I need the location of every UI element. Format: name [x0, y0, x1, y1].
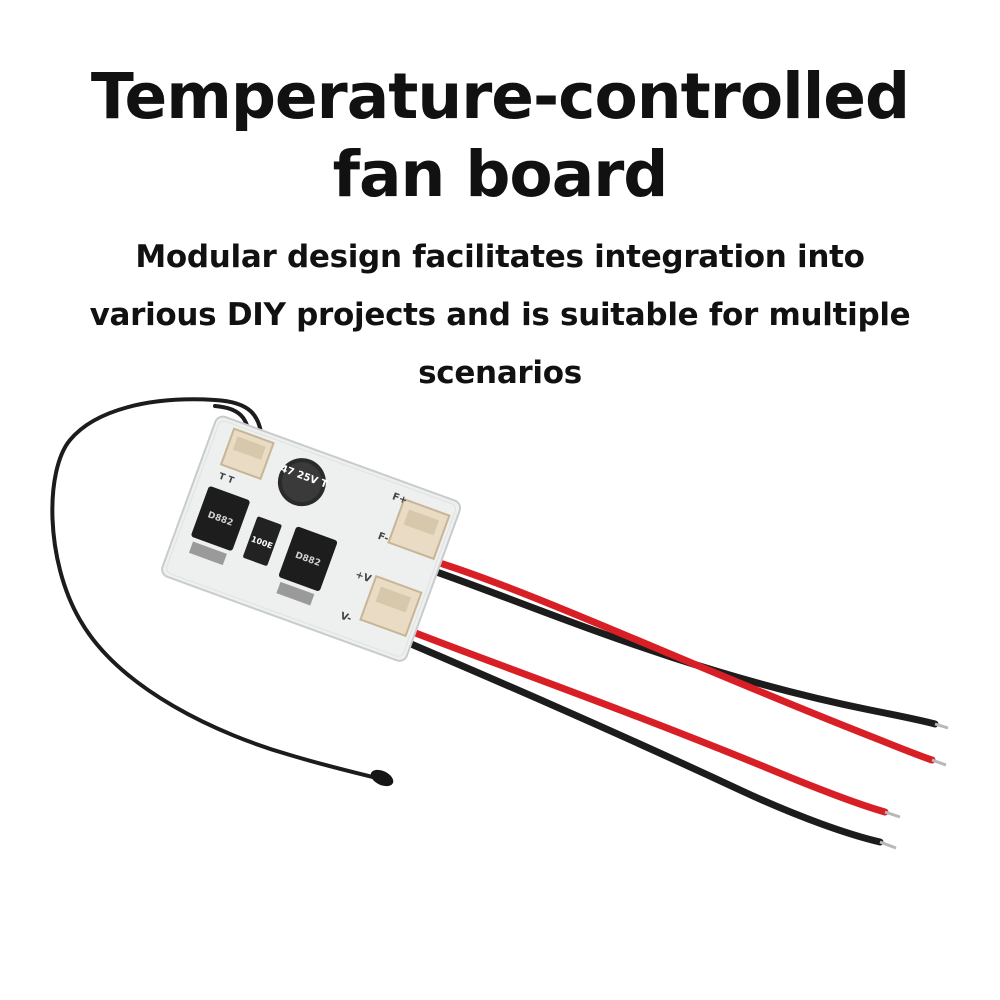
headline: Temperature-controlled fan board	[0, 58, 1000, 214]
label-v-plus: +V	[354, 569, 373, 585]
label-v-minus: V-	[339, 611, 353, 625]
subheadline-line-2: various DIY projects and is suitable for…	[89, 297, 911, 333]
headline-line-1: Temperature-controlled	[90, 60, 910, 133]
label-fan-minus: F-	[376, 531, 390, 545]
wire-fan-red	[426, 556, 936, 764]
wire-power-red	[391, 621, 889, 816]
headline-line-2: fan board	[332, 138, 669, 211]
product-photo: 47 25V T D882 100E D882 F+ F- +V V- T T	[50, 397, 949, 850]
subheadline-line-1: Modular design facilitates integration i…	[135, 239, 865, 275]
chip-right	[278, 526, 338, 591]
thermistor-probe	[370, 769, 394, 787]
wire-fan-black	[421, 564, 939, 728]
sensor-wire	[50, 397, 387, 782]
subheadline: Modular design facilitates integration i…	[40, 228, 960, 402]
subheadline-line-3: scenarios	[418, 355, 582, 391]
pcb-board: 47 25V T D882 100E D882 F+ F- +V V- T T	[161, 415, 462, 662]
wire-power-black	[386, 631, 884, 846]
label-fan-plus: F+	[391, 491, 409, 507]
chip-left	[191, 486, 250, 551]
resistor	[243, 516, 282, 566]
